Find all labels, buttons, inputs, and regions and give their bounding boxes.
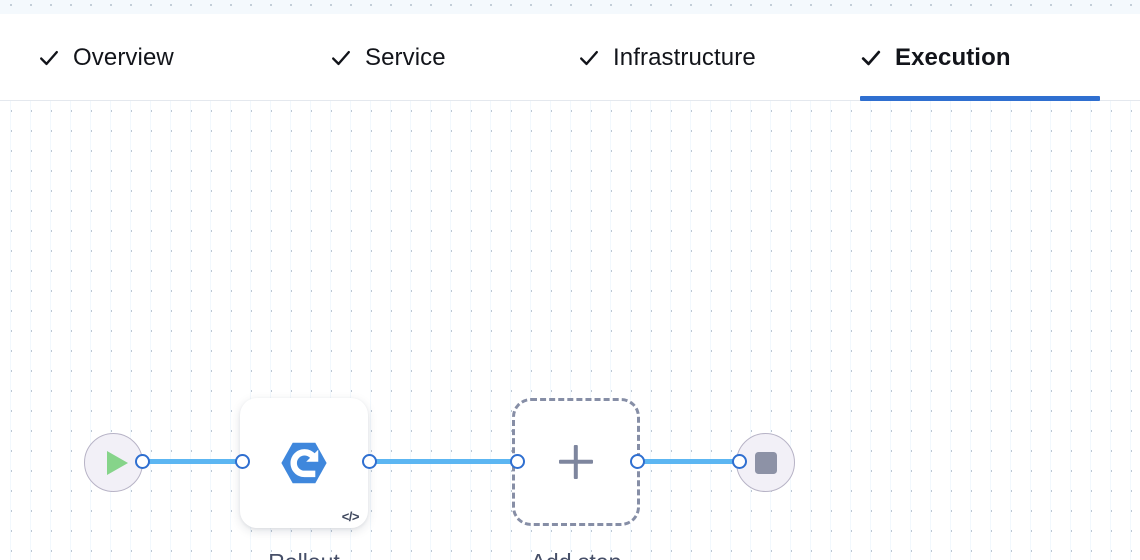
tab-execution[interactable]: Execution <box>860 14 1100 101</box>
wizard-tab-bar: Overview Service Infrastructure <box>0 14 1140 101</box>
edge-start-to-rollout <box>139 459 243 464</box>
check-icon <box>330 47 352 69</box>
port-add-step-input[interactable] <box>510 454 525 469</box>
port-add-step-output[interactable] <box>630 454 645 469</box>
stop-icon <box>754 451 777 474</box>
add-step-node[interactable] <box>512 398 640 526</box>
plus-icon <box>559 445 593 479</box>
port-rollout-input[interactable] <box>235 454 250 469</box>
tab-infrastructure[interactable]: Infrastructure <box>578 14 804 101</box>
port-start-output[interactable] <box>135 454 150 469</box>
tab-label: Service <box>365 43 446 71</box>
canvas-top-strip <box>0 0 1140 14</box>
tab-overview[interactable]: Overview <box>38 14 210 101</box>
play-icon <box>106 450 128 475</box>
tab-label: Infrastructure <box>613 43 756 71</box>
check-icon <box>38 47 60 69</box>
edge-add-step-to-end <box>634 459 740 464</box>
port-end-input[interactable] <box>732 454 747 469</box>
add-step-label: Add step <box>476 541 676 560</box>
tab-label: Execution <box>895 43 1011 71</box>
pipeline-start-node[interactable] <box>84 433 143 492</box>
edge-rollout-to-add-step <box>366 459 518 464</box>
rollout-deployment-icon <box>277 436 331 490</box>
tab-label: Overview <box>73 43 174 71</box>
pipeline-canvas[interactable]: </> Rollout Deployment Add step <box>0 101 1140 560</box>
tab-service[interactable]: Service <box>330 14 478 101</box>
port-rollout-output[interactable] <box>362 454 377 469</box>
step-node-label: Rollout Deployment <box>184 541 424 560</box>
step-node-rollout-deployment[interactable]: </> <box>240 398 368 528</box>
check-icon <box>860 47 882 69</box>
active-tab-indicator <box>860 96 1100 101</box>
code-badge-icon: </> <box>341 509 360 524</box>
check-icon <box>578 47 600 69</box>
